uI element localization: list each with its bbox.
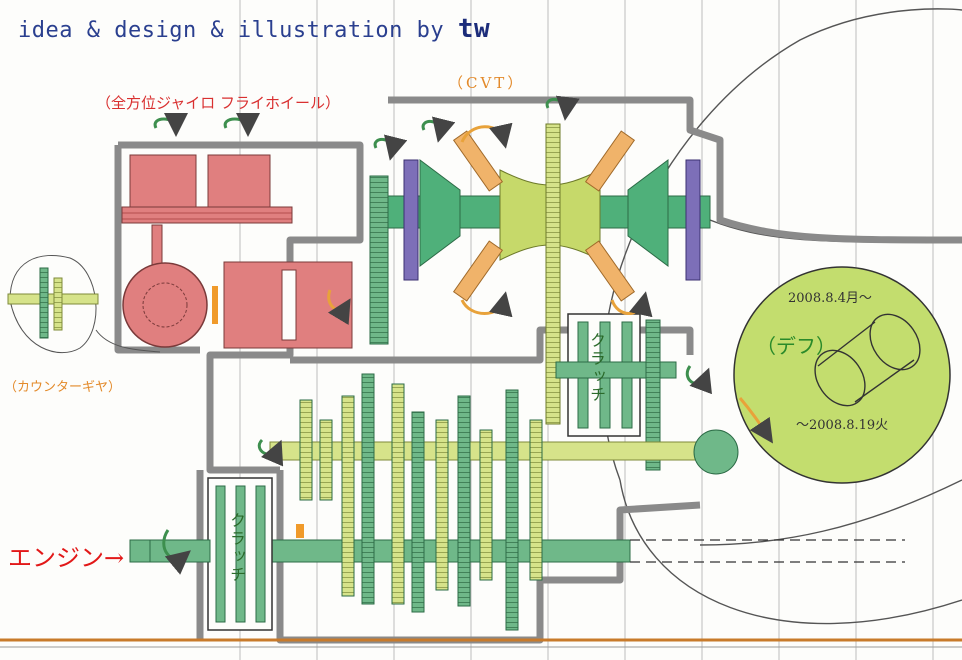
credit-line: idea & design & illustration by tw [18, 14, 490, 44]
gear-stack [299, 373, 543, 631]
cvt-assembly [369, 123, 711, 425]
cvt-left-cone [419, 159, 461, 267]
differential [693, 266, 951, 484]
cvt-vertical-gear [545, 123, 561, 425]
gyro-gear-bar [121, 206, 293, 224]
cvt-label: （CVT） [448, 74, 526, 92]
upper-clutch [555, 313, 677, 471]
diff-ring [733, 266, 951, 484]
engine-label: エンジン→ [8, 544, 125, 572]
lower-clutch-label: クラッチ [227, 512, 246, 584]
cvt-input-gear [369, 175, 389, 345]
credit-text: idea & design & illustration by [18, 18, 458, 43]
cvt-right-cone [627, 159, 669, 267]
gyro-block-left [129, 154, 197, 211]
orange-pin [212, 286, 218, 324]
date-start: 2008.8.4月～ [788, 291, 872, 306]
counter-gear-inset [7, 254, 161, 354]
gyro-block-right [207, 154, 271, 211]
credit-author: tw [457, 14, 491, 44]
gearbox [129, 373, 701, 631]
cvt-rollers [452, 130, 636, 302]
gyro-flywheel-label: （全方位ジャイロ フライホイール） [96, 94, 341, 112]
counter-gear-label: （カウンターギヤ） [4, 380, 122, 395]
gyro-bevel-wheel [122, 262, 208, 348]
dashed-shaft [630, 539, 905, 563]
differential-label: （デフ） [756, 334, 836, 358]
diff-pinion [693, 429, 739, 475]
date-end: ～2008.8.19火 [796, 418, 889, 433]
upper-clutch-label: クラッチ [587, 332, 606, 404]
rotation-arrows [153, 95, 712, 575]
gyro-shaft [151, 224, 163, 266]
